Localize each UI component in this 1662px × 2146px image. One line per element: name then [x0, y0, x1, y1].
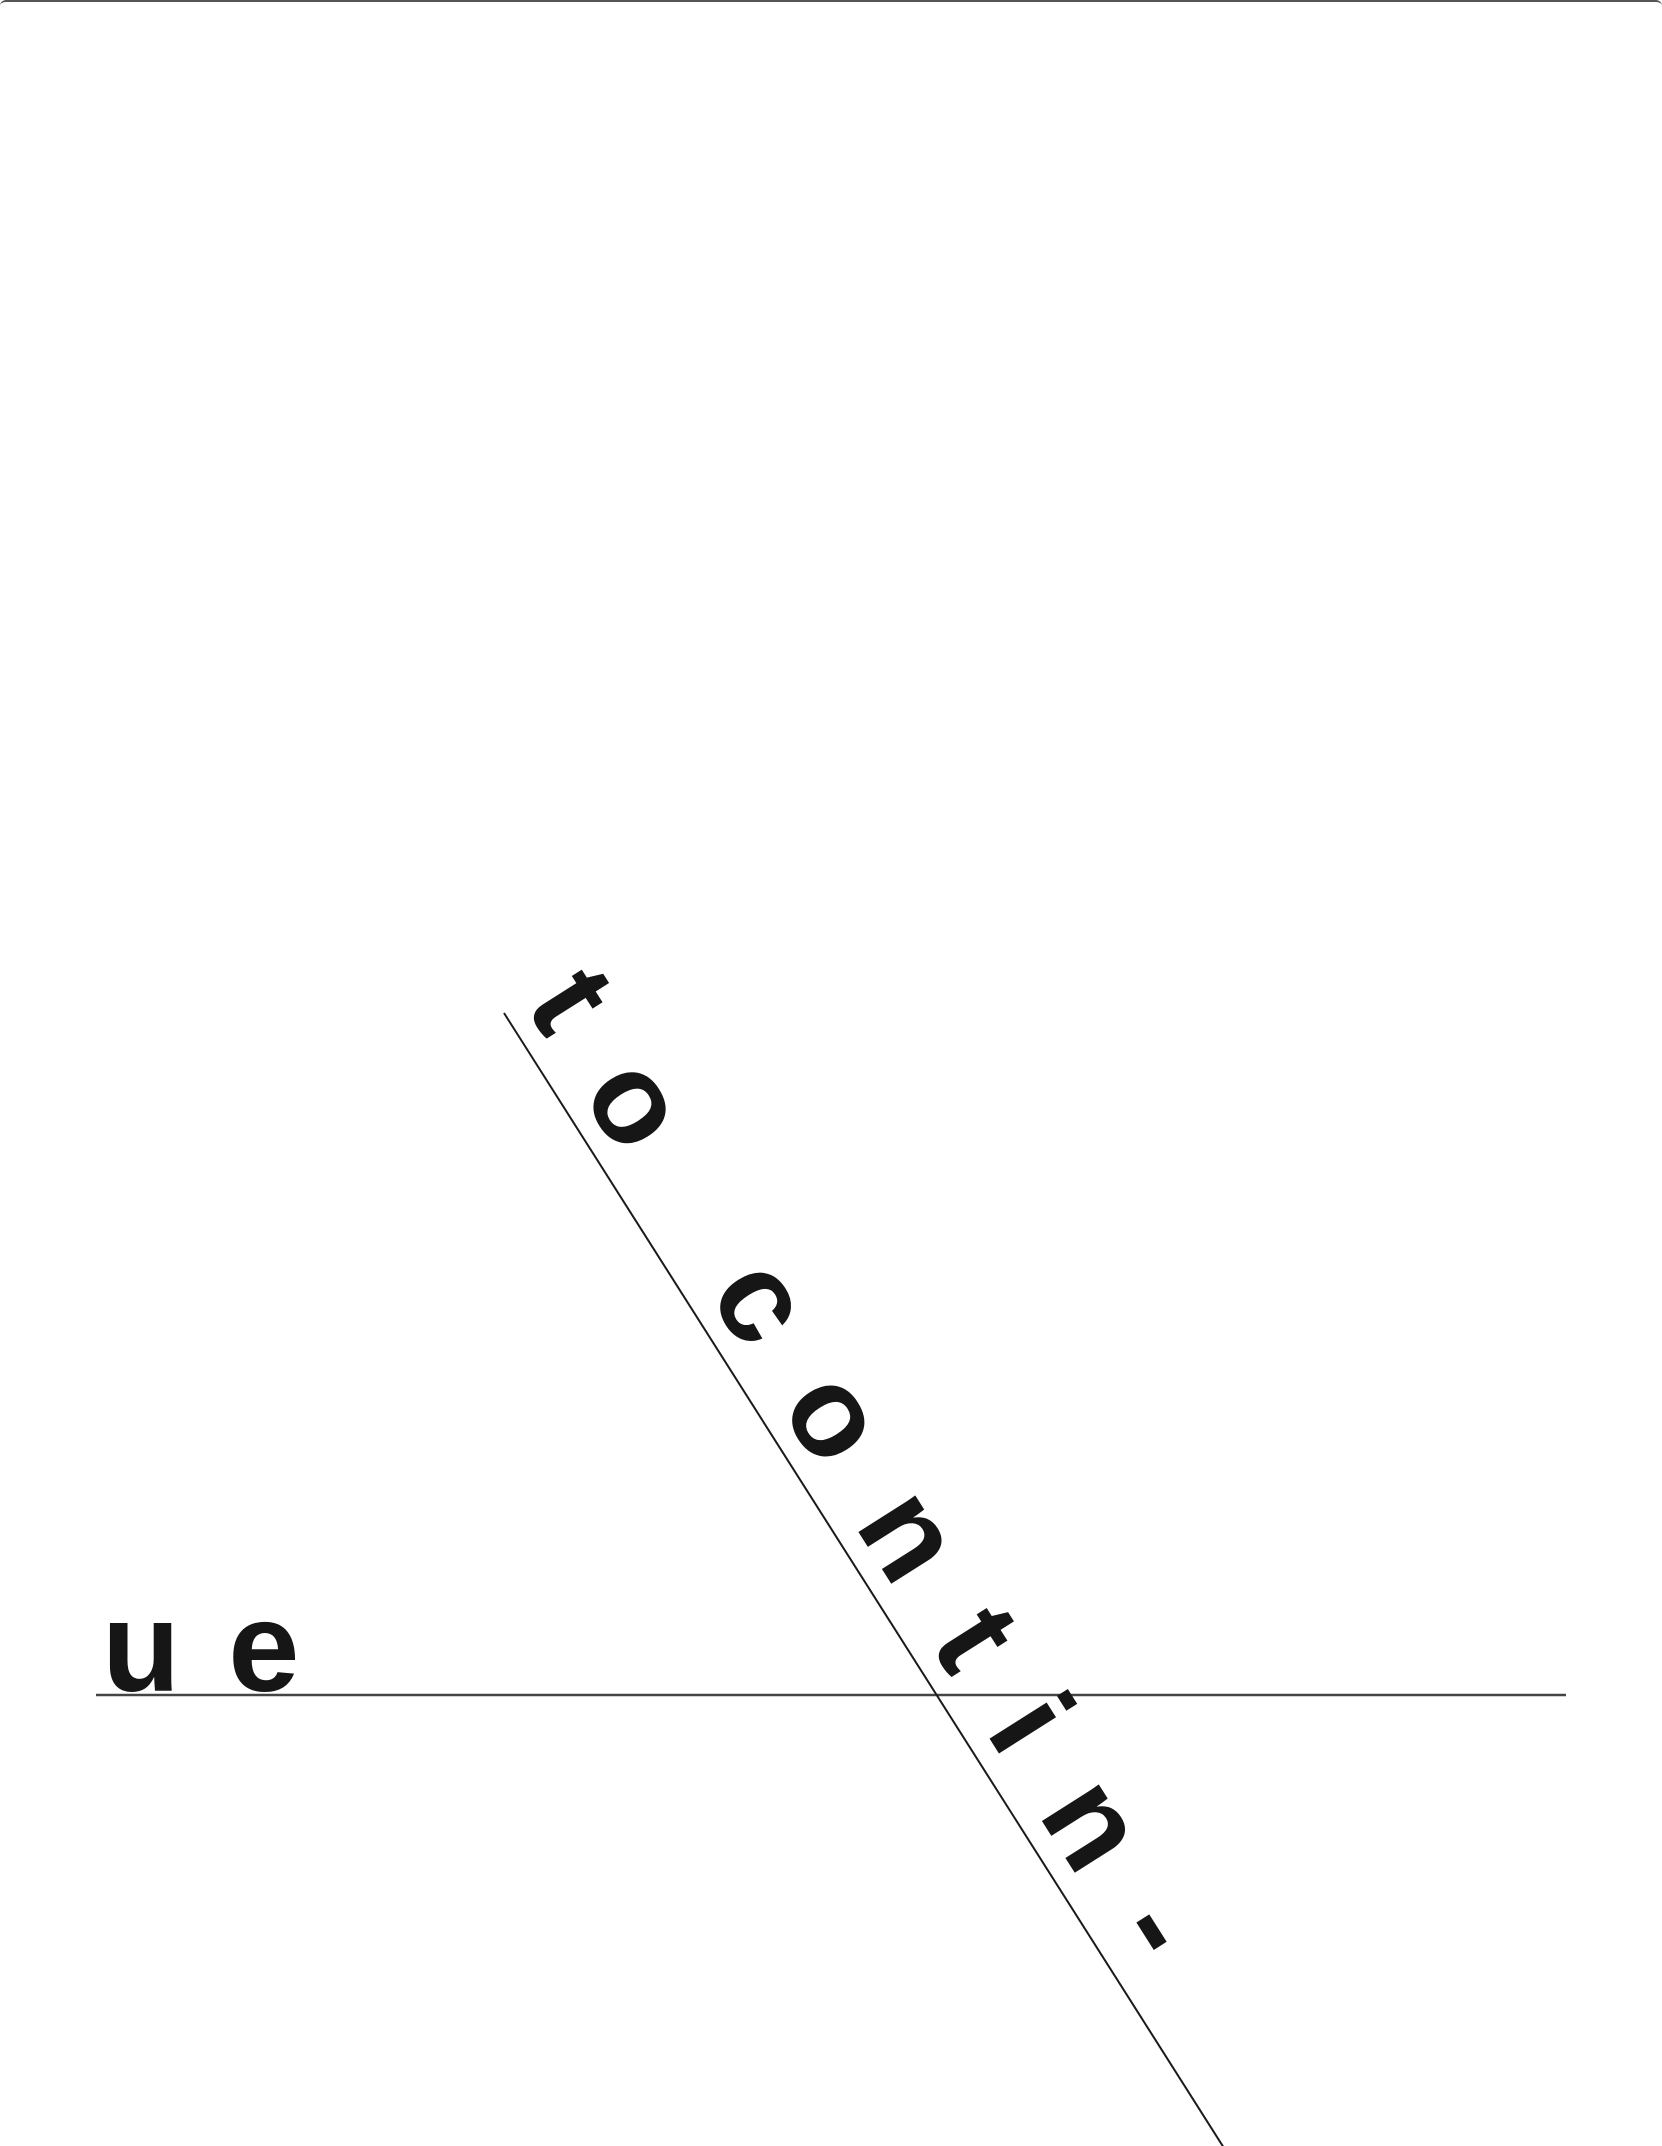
- horizontal-word-fragment: ue: [102, 1576, 347, 1719]
- diagonal-baseline-rule: [503, 1012, 1224, 2146]
- diagonal-phrase: to contin-: [500, 943, 1265, 2035]
